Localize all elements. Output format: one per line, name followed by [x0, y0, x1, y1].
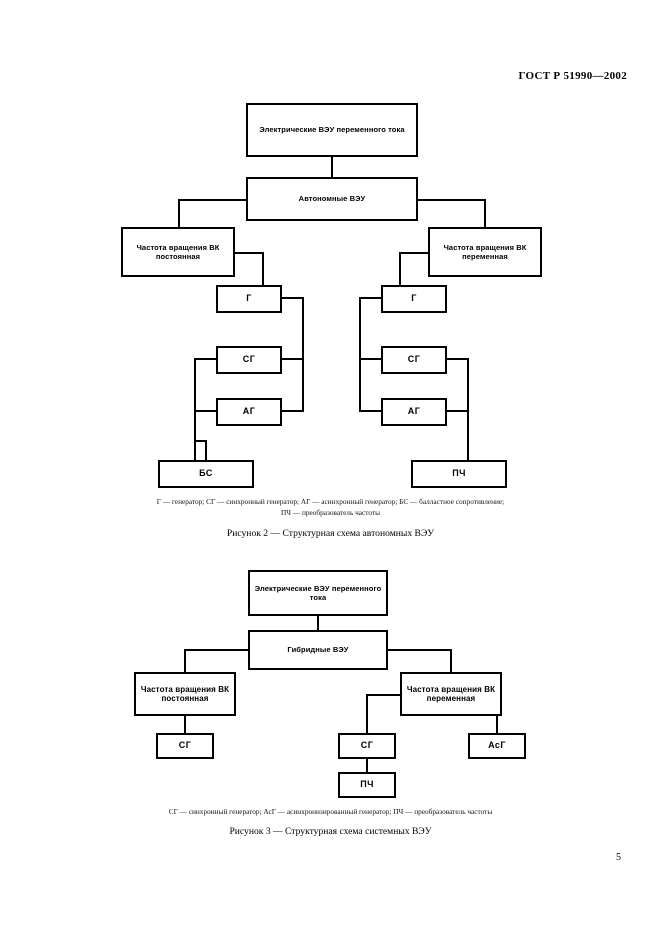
connector3-level2-drop-left [184, 649, 186, 672]
node-left-generator: Г [216, 285, 282, 313]
node-right-frequency-converter: ПЧ [411, 460, 507, 488]
connector-left-g-right-stub [280, 297, 304, 299]
connector3-root-to-level2 [317, 616, 319, 630]
node3-asynchronized-generator: АсГ [468, 733, 526, 759]
node3-left-synchronous-generator: СГ [156, 733, 214, 759]
node3-right-branch-variable-speed: Частота вращения ВК переменная [400, 672, 502, 716]
connector-right-left-bus [359, 297, 361, 412]
connector-left-branch-down [262, 252, 264, 285]
standard-header: ГОСТ Р 51990—2002 [518, 70, 627, 82]
connector-level2-bus-left [178, 199, 248, 201]
connector-right-ag-left-stub [359, 410, 383, 412]
node-right-branch-variable-speed: Частота вращения ВК переменная [428, 227, 542, 277]
node-left-synchronous-generator: СГ [216, 346, 282, 374]
connector-right-sg-left-stub [359, 358, 383, 360]
figure-3-legend: СГ — синхронный генератор; АсГ — асинхро… [0, 806, 661, 817]
connector3-sg-to-pch [366, 759, 368, 772]
node-right-generator: Г [381, 285, 447, 313]
connector-right-ag-right-stub [445, 410, 469, 412]
connector-left-ag-left-stub [194, 410, 218, 412]
figure-2-caption: Рисунок 2 — Структурная схема автономных… [226, 528, 435, 539]
connector-right-branch-down [399, 252, 401, 285]
connector3-level2-bus-right [386, 649, 452, 651]
connector-left-ag-right-stub [280, 410, 304, 412]
connector-right-right-bus [467, 358, 469, 460]
connector-left-branch-out [233, 252, 264, 254]
page-number: 5 [616, 852, 621, 863]
figure-2-legend-line-1: Г — генератор; СГ — синхронный генератор… [156, 497, 505, 506]
connector-right-g-left-stub [359, 297, 383, 299]
node3-root-ac-wind-units: Электрические ВЭУ переменного тока [248, 570, 388, 616]
figure-3-legend-line-1: СГ — синхронный генератор; АсГ — асинхро… [168, 807, 493, 816]
connector-left-sg-left-stub [194, 358, 218, 360]
connector3-right-branch-left-stub [366, 694, 402, 696]
node-left-ballast-resistance: БС [158, 460, 254, 488]
connector3-right-branch-down-to-sg [366, 694, 368, 733]
node3-right-synchronous-generator: СГ [338, 733, 396, 759]
figure-2-legend-line-2: ПЧ — преобразователь частоты [281, 508, 380, 517]
connector3-level2-drop-right [450, 649, 452, 672]
connector-right-branch-out [399, 252, 430, 254]
connector-level2-drop-right [484, 199, 486, 227]
node-left-branch-constant-speed: Частота вращения ВК постоянная [121, 227, 235, 277]
connector-right-sg-right-stub [445, 358, 469, 360]
node3-frequency-converter: ПЧ [338, 772, 396, 798]
figure-2-legend: Г — генератор; СГ — синхронный генератор… [0, 496, 661, 518]
node-autonomous-weu: Автономные ВЭУ [246, 177, 418, 221]
connector-left-bus-elbow [194, 440, 207, 442]
node-root-ac-wind-units: Электрические ВЭУ переменного тока [246, 103, 418, 157]
connector-level2-bus-right [416, 199, 486, 201]
node-right-synchronous-generator: СГ [381, 346, 447, 374]
node-right-asynchronous-generator: АГ [381, 398, 447, 426]
figure-3-caption: Рисунок 3 — Структурная схема системных … [229, 826, 432, 837]
connector-left-sg-right-stub [280, 358, 304, 360]
connector-left-left-bus [194, 358, 196, 460]
connector-left-bus-to-bs [205, 440, 207, 460]
connector-left-right-bus [302, 297, 304, 412]
connector-level2-drop-left [178, 199, 180, 227]
node-left-asynchronous-generator: АГ [216, 398, 282, 426]
connector3-left-branch-to-sg [184, 716, 186, 733]
connector3-level2-bus-left [184, 649, 250, 651]
connector-root-to-level2 [331, 157, 333, 177]
node3-hybrid-weu: Гибридные ВЭУ [248, 630, 388, 670]
connector3-right-branch-to-asg [496, 716, 498, 733]
node3-left-branch-constant-speed: Частота вращения ВК постоянная [134, 672, 236, 716]
